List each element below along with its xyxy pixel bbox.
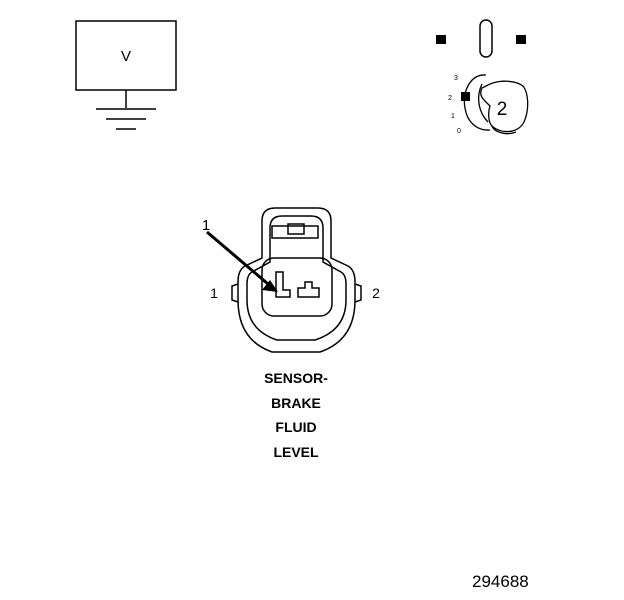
connector-key-right (354, 283, 362, 303)
connector-key-left (231, 283, 239, 303)
terminal-cavity (261, 257, 333, 317)
connector-face (231, 207, 362, 353)
caption-line-3: FLUID (275, 419, 317, 435)
voltmeter-symbol: V (75, 20, 177, 130)
connector-latch-tab (287, 223, 305, 235)
callout-arrow (206, 230, 278, 292)
switch-right-marker (516, 35, 526, 44)
switch-position-0: 0 (457, 128, 461, 135)
selector-switch: 3 2 1 0 2 (436, 19, 529, 135)
voltmeter-label: V (121, 48, 131, 65)
switch-position-1: 1 (451, 113, 455, 120)
switch-position-2: 2 (448, 95, 452, 102)
caption-line-2: BRAKE (271, 394, 321, 411)
figure-number: 294688 (472, 572, 529, 591)
connector-latch (271, 225, 319, 239)
callout-label: 1 (202, 217, 210, 234)
connector-housing-outer (237, 207, 356, 353)
component-caption: SENSOR- BRAKE FLUID LEVEL (220, 366, 372, 464)
switch-left-marker (436, 35, 446, 44)
connector-housing-inner (246, 215, 347, 341)
terminal-1-icon (275, 271, 291, 298)
switch-position-3: 3 (454, 75, 458, 82)
caption-line-4: LEVEL (273, 443, 319, 460)
terminal-2-icon (297, 281, 320, 298)
caption-line-1: SENSOR- (264, 370, 328, 386)
pin-label-1: 1 (210, 285, 218, 301)
rotary-knob-icon (463, 74, 529, 135)
ground-icon (96, 90, 156, 130)
pin-label-2: 2 (372, 285, 380, 301)
switch-slot-icon (479, 19, 493, 58)
switch-pointer-marker (461, 92, 470, 101)
switch-selected-position: 2 (497, 99, 508, 120)
